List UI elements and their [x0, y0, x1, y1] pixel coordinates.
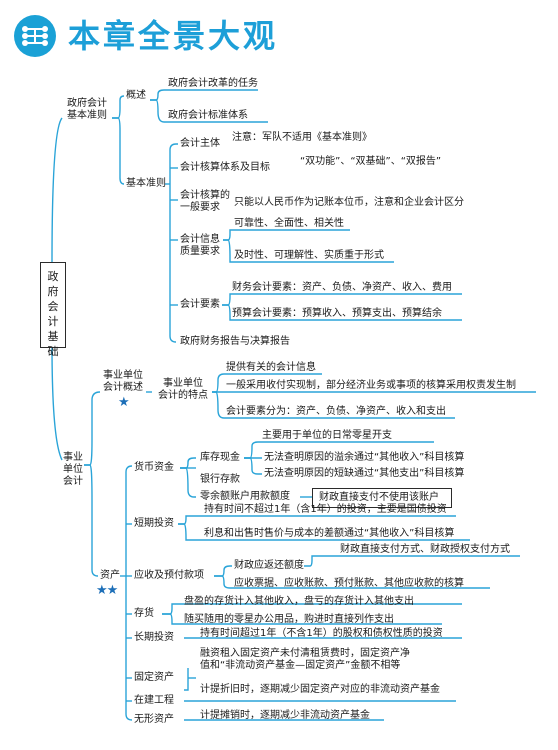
network-nodes-icon: [14, 15, 56, 57]
petty-cash-item: 主要用于单位的日常零星开支: [262, 430, 392, 441]
accounting-elements-label: 会计要素: [180, 299, 220, 310]
petty-cash-item: 无法查明原因的短缺通过“其他支出”科目核算: [264, 468, 465, 479]
elements-item: 预算会计要素：预算收入、预算支出、预算结余: [232, 308, 442, 319]
assets-label: 资产: [100, 570, 120, 581]
short-investment-item: 持有时间不超过1年（含1年）的投资，主要是国债投资: [204, 504, 447, 515]
fixed-assets-label: 固定资产: [134, 672, 174, 683]
receivables-item: 应收票据、应收账款、预付账款、其他应收款的核算: [234, 578, 464, 589]
unit-feature-item: 提供有关的会计信息: [226, 362, 316, 373]
gov-basic-standard-label: 政府会计基本准则: [67, 98, 107, 121]
star-icon: ★: [118, 395, 130, 410]
gov-overview-item: 政府会计标准体系: [168, 110, 248, 121]
page-title: 本章全景大观: [68, 17, 279, 55]
construction-label: 在建工程: [134, 695, 174, 706]
accounting-subject-note: 注意：军队不适用《基本准则》: [232, 132, 372, 143]
root-node: 政府会计基础: [40, 262, 66, 358]
short-investment-item: 利息和出售时售价与成本的差额通过“其他收入”科目核算: [204, 528, 455, 539]
fiscal-quota-label: 财政应返还额度: [234, 560, 304, 571]
gov-basic-label: 基本准则: [126, 178, 166, 189]
fiscal-quota-note: 财政直接支付方式、财政授权支付方式: [340, 544, 510, 555]
accounting-system-label: 会计核算体系及目标: [180, 162, 270, 173]
intangible-note: 计提摊销时，逐期减少非流动资产基金: [200, 710, 370, 721]
quality-item: 可靠性、全面性、相关性: [234, 218, 344, 229]
zero-balance-quota-label: 零余额账户用款额度: [200, 491, 290, 502]
elements-item: 财务会计要素：资产、负债、净资产、收入、费用: [232, 282, 452, 293]
long-investment-label: 长期投资: [134, 632, 174, 643]
inventory-item: 盘盈的存货计入其他收入，盘亏的存货计入其他支出: [184, 596, 414, 607]
cash-label: 货币资金: [134, 462, 174, 473]
gov-overview-label: 概述: [126, 90, 146, 101]
unit-accounting-label: 事业单位会计: [63, 452, 83, 487]
unit-overview-label: 事业单位会计概述: [103, 370, 143, 393]
general-requirement-label: 会计核算的一般要求: [180, 190, 230, 213]
accounting-system-note: “双功能”、“双基础”、“双报告”: [300, 156, 442, 167]
unit-feature-item: 一般采用收付实现制，部分经济业务或事项的核算采用权责发生制: [226, 380, 516, 391]
fixed-assets-note: 融资租入固定资产未付清租赁费时，固定资产净值和“非流动资产基金—固定资产”金额不…: [200, 648, 410, 671]
zero-balance-note: 财政直接支付不使用该账户: [319, 492, 439, 503]
gov-overview-item: 政府会计改革的任务: [168, 78, 258, 89]
zero-balance-note-box: 财政直接支付不使用该账户: [312, 488, 452, 508]
star-icon: ★★: [96, 583, 118, 598]
long-investment-note: 持有时间超过1年（不含1年）的股权和债权性质的投资: [200, 628, 443, 639]
bank-deposit-label: 银行存款: [200, 474, 240, 485]
unit-features-label: 事业单位会计的特点: [158, 378, 208, 401]
unit-feature-item: 会计要素分为：资产、负债、净资产、收入和支出: [226, 406, 446, 417]
inventory-item: 随买随用的零星办公用品，购进时直接列作支出: [184, 614, 394, 625]
accounting-subject-label: 会计主体: [180, 138, 220, 149]
intangible-label: 无形资产: [134, 714, 174, 725]
construction-note: 计提折旧时，逐期减少固定资产对应的非流动资产基金: [200, 684, 440, 695]
quality-requirement-label: 会计信息质量要求: [180, 234, 220, 257]
petty-cash-item: 无法查明原因的溢余通过“其他收入”科目核算: [264, 452, 465, 463]
short-investment-label: 短期投资: [134, 518, 174, 529]
quality-item: 及时性、可理解性、实质重于形式: [234, 250, 384, 261]
receivables-label: 应收及预付款项: [134, 570, 204, 581]
root-label: 政府会计基础: [47, 270, 59, 358]
chapter-header: 本章全景大观: [0, 0, 558, 78]
report-label: 政府财务报告与决算报告: [180, 336, 290, 347]
general-requirement-note: 只能以人民币作为记账本位币，注意和企业会计区分: [234, 197, 464, 208]
petty-cash-label: 库存现金: [200, 452, 240, 463]
inventory-label: 存货: [134, 608, 154, 619]
